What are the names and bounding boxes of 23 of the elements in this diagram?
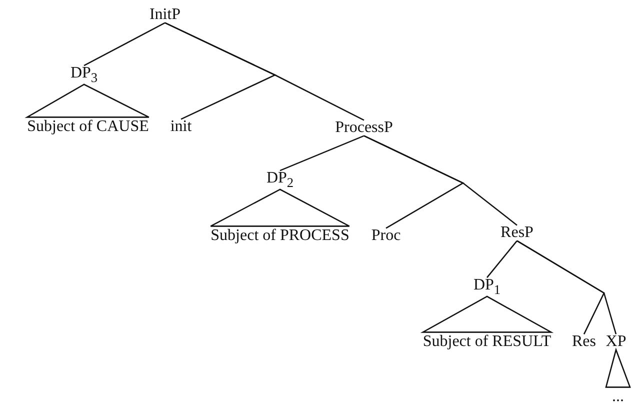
head-label: Res <box>572 333 596 351</box>
phrase-label: InitP <box>149 6 181 24</box>
tree-branch <box>280 135 364 172</box>
leaf-text: ... <box>612 388 624 403</box>
triangle-branch <box>24 84 150 118</box>
triangle-branch <box>420 296 554 333</box>
phrase-label: DP$_{3}$ <box>70 64 98 86</box>
leaf-text: Subject of CAUSE <box>27 118 149 136</box>
head-label: Proc <box>371 227 401 245</box>
phrase-label: ResP <box>500 224 534 242</box>
phrase-label: ProcessP <box>335 119 393 137</box>
tree-branch <box>84 22 166 66</box>
head-label: init <box>170 118 192 136</box>
tree-branch <box>164 22 364 121</box>
phrase-label: DP$_{2}$ <box>266 170 294 190</box>
phrase-label: XP <box>606 333 626 351</box>
phrase-label: DP$_{1}$ <box>473 276 501 298</box>
triangle-branch <box>605 348 631 388</box>
tree-branch <box>486 240 518 278</box>
leaf-text: Subject of PROCESS <box>210 227 350 245</box>
triangle-branch <box>210 188 350 227</box>
tree-branch <box>364 135 518 226</box>
leaf-text: Subject of RESULT <box>422 333 552 351</box>
